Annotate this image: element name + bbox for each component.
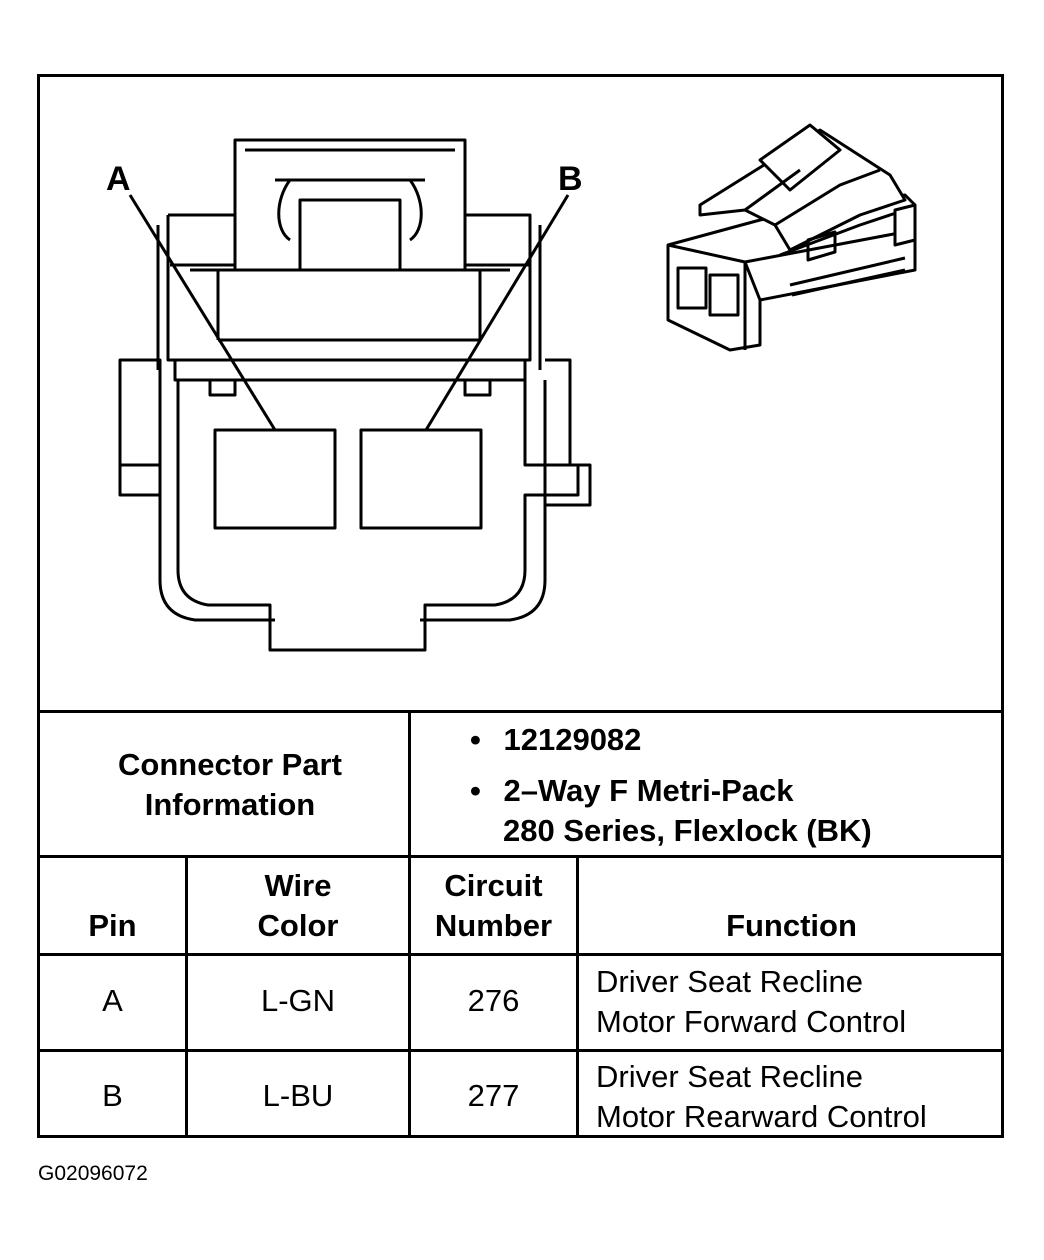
- cavity-b: [359, 428, 483, 530]
- pin-b-callout: B: [558, 160, 583, 198]
- divider: [408, 710, 411, 1136]
- row-a-circuit: 276: [467, 983, 520, 1018]
- row-a-wire-color: L-GN: [260, 983, 336, 1018]
- figure-id: G02096072: [38, 1162, 148, 1185]
- header-function: Function: [726, 908, 857, 943]
- row-a-pin: A: [102, 983, 123, 1018]
- connector-latch: [233, 138, 467, 272]
- row-b-function-2: Motor Rearward Control: [596, 1099, 927, 1134]
- header-circuit-1: Circuit: [444, 868, 543, 903]
- row-b-pin: B: [102, 1078, 123, 1113]
- diagram-frame: [37, 74, 1004, 1138]
- cavity-a: [213, 428, 337, 530]
- pin-a-callout: A: [106, 160, 131, 198]
- bullet-icon: •: [470, 722, 481, 757]
- row-b-wire-color: L-BU: [262, 1078, 334, 1113]
- header-wire-color-2: Color: [257, 908, 339, 943]
- part-info-header: Connector Part Information: [118, 747, 342, 822]
- header-circuit-2: Number: [434, 908, 553, 943]
- part-number: 12129082: [503, 722, 642, 757]
- description-line2: 280 Series, Flexlock (BK): [503, 813, 872, 848]
- part-number-line: • 12129082: [470, 720, 641, 760]
- header-pin: Pin: [88, 908, 137, 943]
- connector-diagram: A B // placeholder; pin labels bound bel…: [106, 123, 917, 652]
- divider: [576, 855, 579, 1136]
- row-a-function-2: Motor Forward Control: [596, 1004, 907, 1039]
- divider: [38, 953, 1004, 956]
- divider: [185, 855, 188, 1136]
- divider: [38, 1049, 1004, 1052]
- bullet-icon: •: [470, 773, 481, 808]
- row-b-function-1: Driver Seat Recline: [596, 1059, 864, 1094]
- divider: [38, 710, 1004, 713]
- connector-housing: [166, 213, 532, 362]
- header-wire-color-1: Wire: [264, 868, 332, 903]
- connector-3d-view: [666, 123, 917, 352]
- description-line1: 2–Way F Metri-Pack: [503, 773, 794, 808]
- description-line: • 2–Way F Metri-Pack: [470, 771, 794, 811]
- divider: [38, 855, 1004, 858]
- row-b-circuit: 277: [467, 1078, 520, 1113]
- row-a-function-1: Driver Seat Recline: [596, 964, 864, 999]
